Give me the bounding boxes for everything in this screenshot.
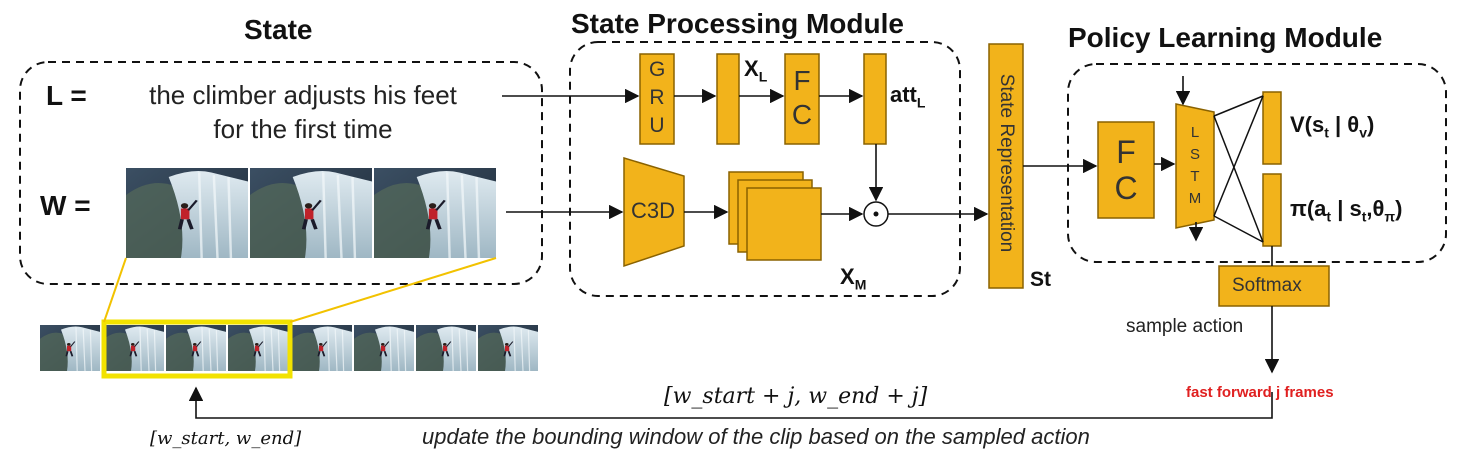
arrows [188, 76, 1280, 419]
xl-box [716, 53, 740, 145]
policy-label: π(at | st,θπ) [1290, 196, 1403, 225]
fast-forward-label: fast forward j frames [1186, 384, 1334, 401]
lstm-box [1175, 103, 1215, 229]
xm-stack [728, 171, 822, 261]
sentence-line-2: for the first time [213, 114, 393, 144]
spm-fc-label: F C [791, 65, 813, 130]
plm-title: Policy Learning Module [1068, 22, 1383, 53]
policy-box [1262, 173, 1282, 247]
att-label: attL [890, 82, 926, 111]
sentence-line-1: the climber adjusts his feet [149, 80, 457, 110]
state-title: State [244, 14, 313, 45]
softmax-label: Softmax [1232, 275, 1302, 296]
spm-container [569, 41, 961, 297]
value-box [1262, 91, 1282, 165]
softmax-box [1218, 265, 1330, 307]
state-representation-label: State Representation [996, 73, 1017, 253]
window-old-label: [w_start, w_end] [150, 428, 302, 449]
gru-label: G R U [649, 58, 666, 137]
window-new-label: [w_start + j, w_end + j] [664, 384, 928, 409]
l-label: L = [46, 80, 87, 111]
c3d-box [623, 156, 685, 268]
sample-action-label: sample action [1126, 316, 1244, 337]
plm-container [1067, 63, 1447, 263]
plm-fc-box [1097, 121, 1155, 219]
spm-fc-box [784, 53, 820, 145]
sentence: the climber adjusts his feet for the fir… [108, 78, 498, 146]
state-representation-box [988, 43, 1024, 289]
value-label: V(st | θv) [1290, 112, 1375, 141]
xm-label: XM [840, 264, 867, 293]
video-frames [126, 168, 496, 258]
c3d-label: C3D [631, 198, 676, 223]
window-highlight [101, 319, 293, 379]
state-container [19, 61, 543, 285]
lstm-label: L S T M [1188, 124, 1202, 207]
spm-title: State Processing Module [571, 8, 904, 39]
xl-label: XL [744, 56, 768, 85]
plm-fc-label: F C [1114, 134, 1138, 206]
w-label: W = [40, 190, 91, 221]
caption: update the bounding window of the clip b… [422, 424, 1090, 449]
gru-box [639, 53, 675, 145]
st-label: St [1030, 268, 1051, 291]
att-box [863, 53, 887, 145]
